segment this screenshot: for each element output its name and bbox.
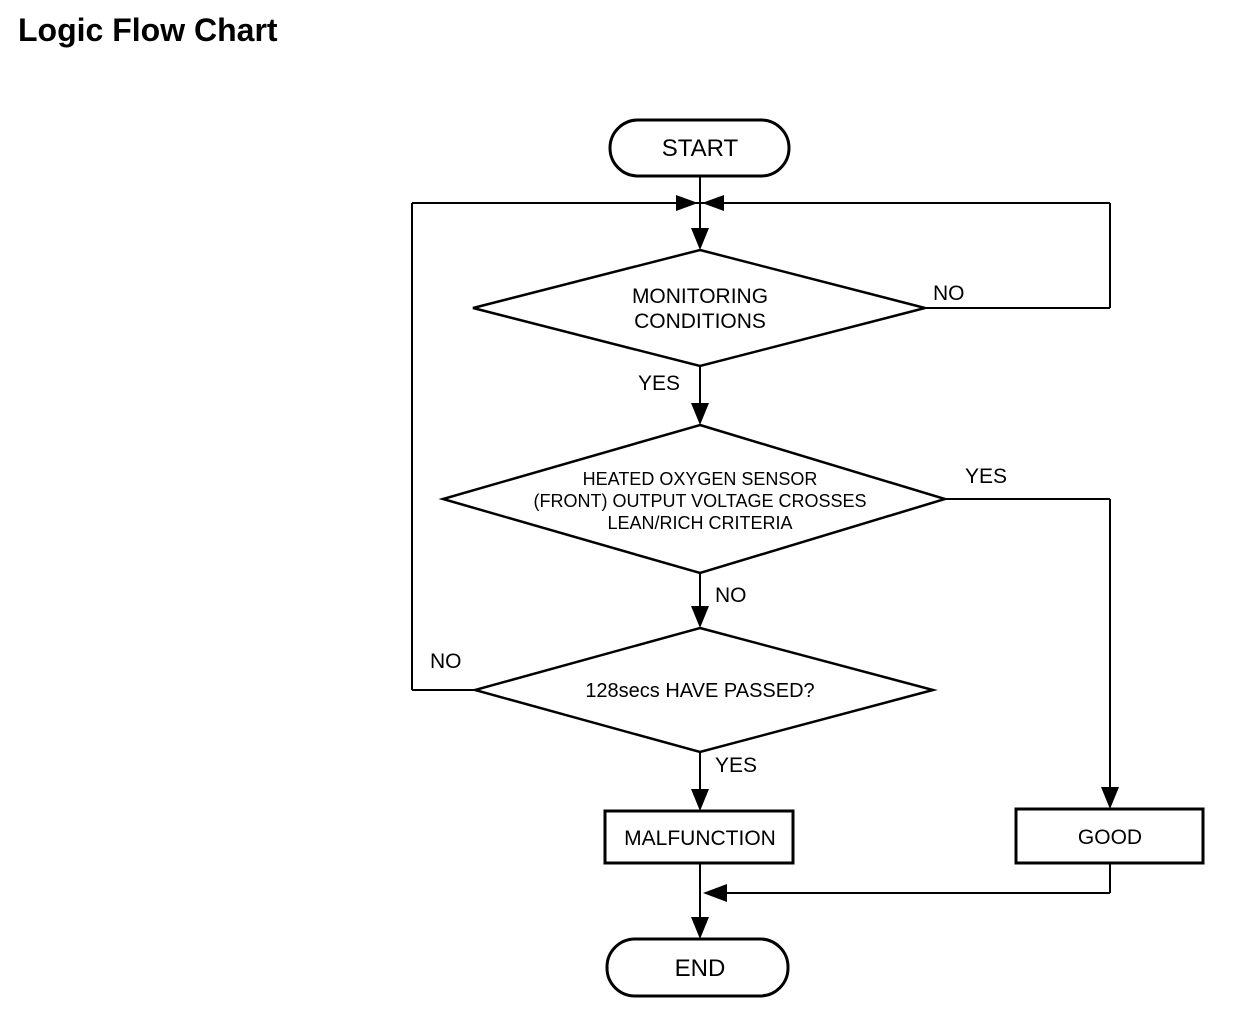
node-good-label: GOOD [1078,826,1142,849]
node-monitoring-conditions [472,248,926,368]
flow-lines [411,176,1111,924]
node-o2-sensor-crosses-label-line1: HEATED OXYGEN SENSOR [583,469,818,489]
arrow-good-merge-icon [703,884,727,902]
arrow-into-timeout-icon [691,606,709,628]
node-o2-sensor-crosses-label-line2: (FRONT) OUTPUT VOLTAGE CROSSES [533,491,866,511]
edge-label-o2-no: NO [715,584,747,607]
edge-label-monitoring-no: NO [933,282,965,305]
edge-label-timeout-yes: YES [715,754,757,777]
arrow-into-malfunction-icon [691,789,709,811]
arrowheads [676,195,1119,939]
merge-arrow-right-icon [702,195,724,211]
node-end-label: END [675,955,726,982]
arrow-into-good-icon [1101,787,1119,809]
arrow-into-end-icon [691,917,709,939]
node-timeout [470,626,938,754]
merge-arrow-left-icon [676,195,698,211]
node-o2-sensor-crosses [438,423,950,575]
edge-label-timeout-no: NO [430,650,462,673]
page-title: Logic Flow Chart [18,12,278,48]
arrow-into-monitoring-icon [691,228,709,250]
node-malfunction [603,809,795,865]
node-start-label: START [662,135,739,162]
node-good [1014,807,1205,865]
node-malfunction-label: MALFUNCTION [624,827,776,850]
node-timeout-label: 128secs HAVE PASSED? [585,680,814,702]
edge-label-o2-yes: YES [965,465,1007,488]
arrow-into-o2-icon [691,403,709,425]
node-start [608,118,791,178]
node-monitoring-conditions-label-line1: MONITORING [632,285,768,308]
node-monitoring-conditions-label-line2: CONDITIONS [634,310,766,333]
node-end [605,937,790,998]
edge-label-monitoring-yes: YES [638,372,680,395]
node-o2-sensor-crosses-label-line3: LEAN/RICH CRITERIA [607,513,792,533]
